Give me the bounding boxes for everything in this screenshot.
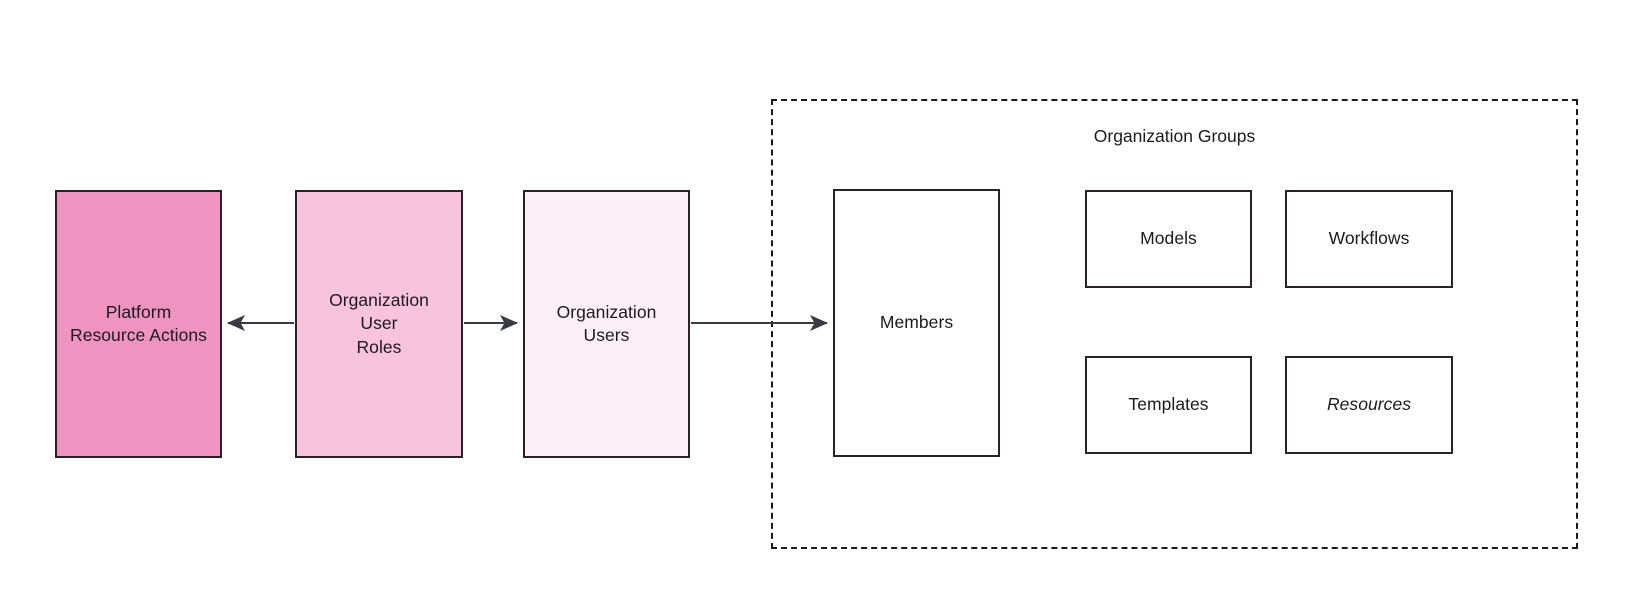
node-organization-user-roles[interactable]: Organization User Roles [295,190,463,458]
node-templates[interactable]: Templates [1085,356,1252,454]
node-label: Members [879,312,954,333]
node-label: Organization User Roles [329,290,429,357]
group-organization-groups: Organization Groups [771,99,1578,549]
node-workflows[interactable]: Workflows [1285,190,1453,288]
node-label: Templates [1128,394,1209,415]
node-members[interactable]: Members [833,189,1000,457]
node-resources[interactable]: Resources [1285,356,1453,454]
node-label: Platform Resource Actions [70,301,207,345]
node-platform-resource-actions[interactable]: Platform Resource Actions [55,190,222,458]
node-label: Organization Users [556,301,657,345]
group-organization-groups-label: Organization Groups [1093,126,1256,146]
node-models[interactable]: Models [1085,190,1252,288]
node-label: Workflows [1328,228,1410,249]
node-label: Resources [1326,394,1412,415]
node-label: Models [1140,228,1197,249]
node-organization-users[interactable]: Organization Users [523,190,690,458]
